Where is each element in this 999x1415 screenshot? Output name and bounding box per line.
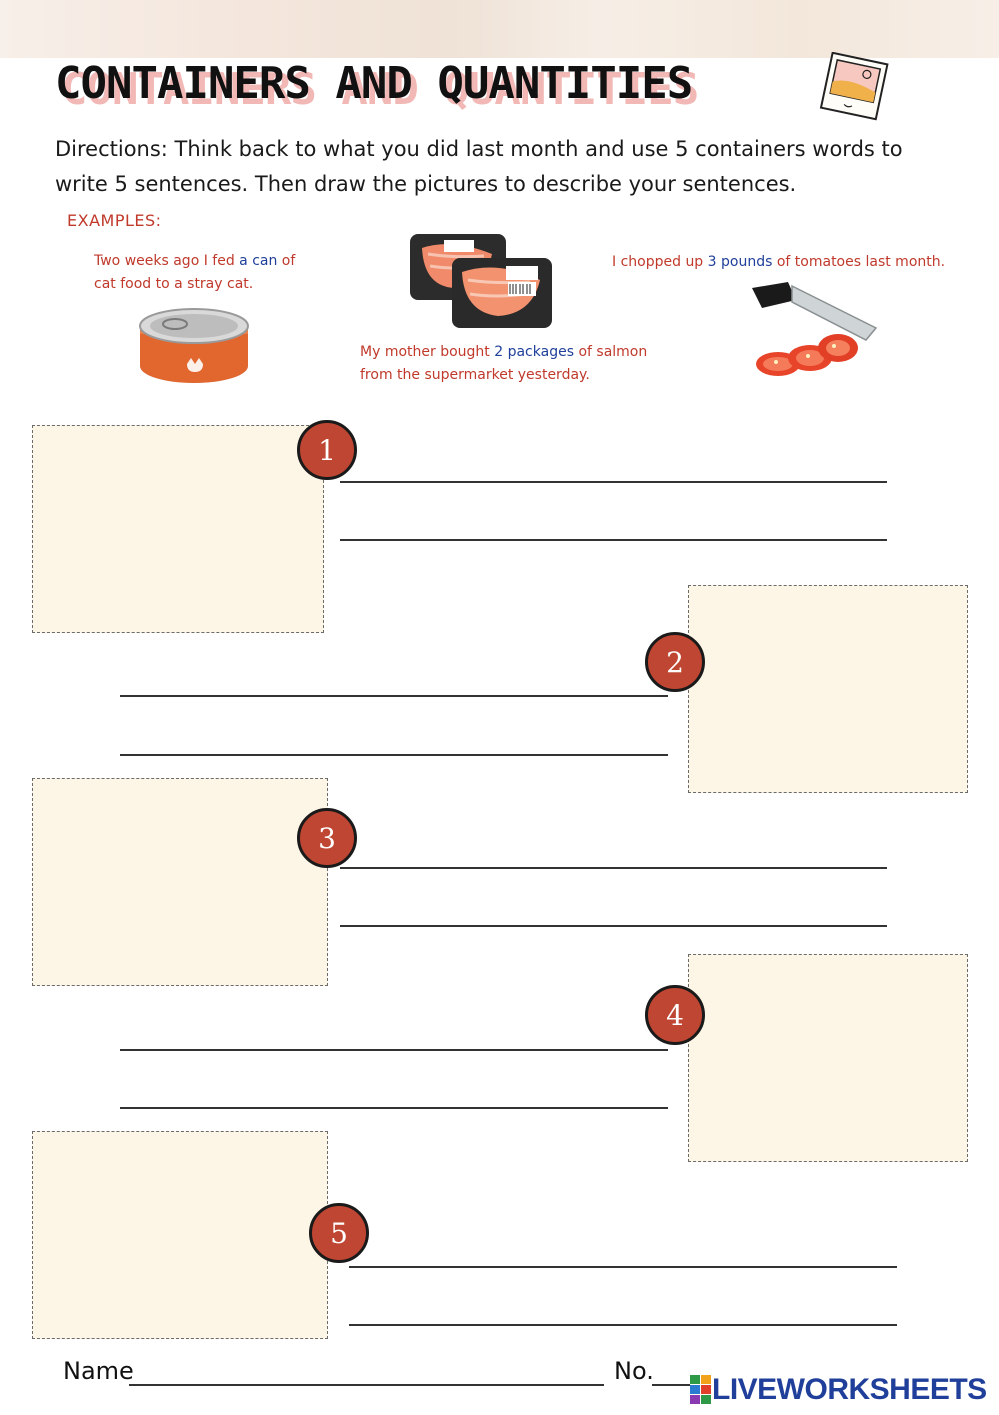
drawing-box-5[interactable] <box>32 1131 328 1339</box>
example-3-text: I chopped up 3 pounds of tomatoes last m… <box>612 254 946 270</box>
knife-tomato-image <box>752 282 878 376</box>
answer-line-4b[interactable] <box>120 1107 668 1109</box>
answer-line-3a[interactable] <box>340 867 887 869</box>
examples-label: EXAMPLES: <box>67 211 162 230</box>
logo-text: LIVEWORKSHEETS <box>712 1373 987 1406</box>
number-badge-3: 3 <box>297 808 357 868</box>
drawing-box-2[interactable] <box>688 585 968 793</box>
example-1-text: Two weeks ago I fed a can of cat food to… <box>94 253 296 292</box>
answer-line-2a[interactable] <box>120 695 668 697</box>
number-badge-4: 4 <box>645 985 705 1045</box>
example-2-text: My mother bought 2 packages of salmon fr… <box>360 344 648 383</box>
answer-line-4a[interactable] <box>120 1049 668 1051</box>
drawing-box-1[interactable] <box>32 425 324 633</box>
number-badge-5: 5 <box>309 1203 369 1263</box>
salmon-packages-image <box>410 234 552 328</box>
drawing-box-3[interactable] <box>32 778 328 986</box>
drawing-box-4[interactable] <box>688 954 968 1162</box>
number-line[interactable] <box>652 1384 690 1386</box>
photo-icon <box>819 52 889 121</box>
cat-food-can-image <box>139 308 249 383</box>
name-label: Name <box>63 1357 134 1385</box>
liveworksheets-logo-icon <box>690 1375 711 1404</box>
answer-line-3b[interactable] <box>340 925 887 927</box>
number-badge-1: 1 <box>297 420 357 480</box>
answer-line-1b[interactable] <box>340 539 887 541</box>
food-banner <box>0 0 999 58</box>
answer-line-1a[interactable] <box>340 481 887 483</box>
answer-line-5a[interactable] <box>349 1266 897 1268</box>
number-label: No. <box>614 1357 654 1385</box>
answer-line-5b[interactable] <box>349 1324 897 1326</box>
number-badge-2: 2 <box>645 632 705 692</box>
directions-text: Directions: Think back to what you did l… <box>55 137 903 196</box>
page-title: CONTAINERS AND QUANTITIES CONTAINERS AND… <box>55 58 699 115</box>
name-line[interactable] <box>129 1384 604 1386</box>
liveworksheets-logo: LIVEWORKSHEETS <box>690 1372 987 1408</box>
answer-line-2b[interactable] <box>120 754 668 756</box>
